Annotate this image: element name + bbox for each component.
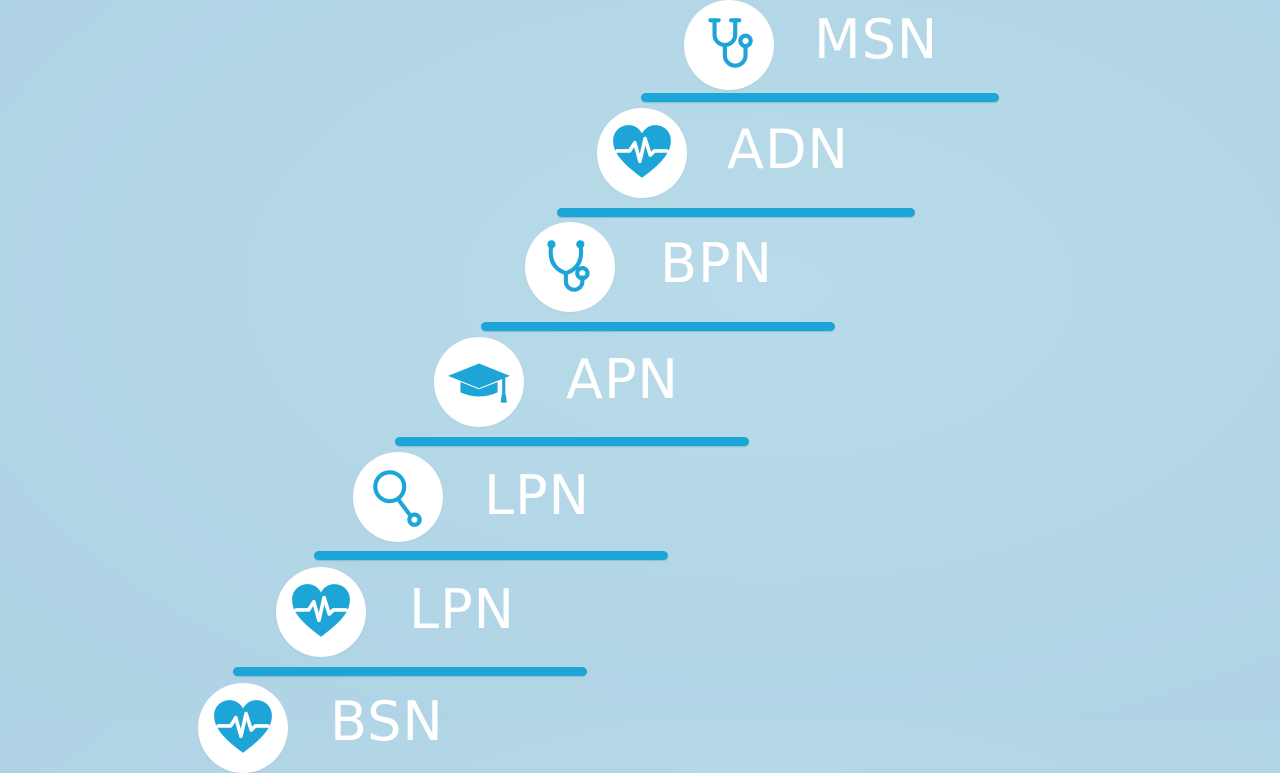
icon-badge bbox=[198, 683, 288, 773]
icon-badge bbox=[353, 452, 443, 542]
heart-pulse-icon bbox=[609, 120, 675, 186]
step-label: LPN bbox=[484, 464, 591, 527]
stethoscope-icon bbox=[365, 464, 431, 530]
step-bar bbox=[395, 437, 749, 446]
step-bar bbox=[481, 322, 835, 331]
career-ladder: MSN ADN bbox=[214, 0, 999, 753]
icon-badge bbox=[684, 0, 774, 90]
graduation-cap-icon bbox=[446, 349, 512, 415]
step-label: BSN bbox=[330, 690, 444, 753]
step-label: BPN bbox=[660, 232, 774, 295]
step-label: MSN bbox=[814, 8, 939, 71]
step-bar bbox=[557, 208, 915, 217]
step-label: LPN bbox=[409, 578, 516, 641]
step-label: ADN bbox=[727, 118, 849, 181]
icon-badge bbox=[597, 108, 687, 198]
icon-badge bbox=[434, 337, 524, 427]
heart-pulse-icon bbox=[210, 695, 276, 761]
icon-badge bbox=[525, 222, 615, 312]
step-bar bbox=[641, 93, 999, 102]
icon-badge bbox=[276, 567, 366, 657]
stethoscope-icon bbox=[537, 234, 603, 300]
step-bar bbox=[314, 551, 668, 560]
heart-pulse-icon bbox=[288, 579, 354, 645]
step-label: APN bbox=[566, 348, 679, 411]
step-bar bbox=[233, 667, 587, 676]
stethoscope-icon bbox=[696, 12, 762, 78]
